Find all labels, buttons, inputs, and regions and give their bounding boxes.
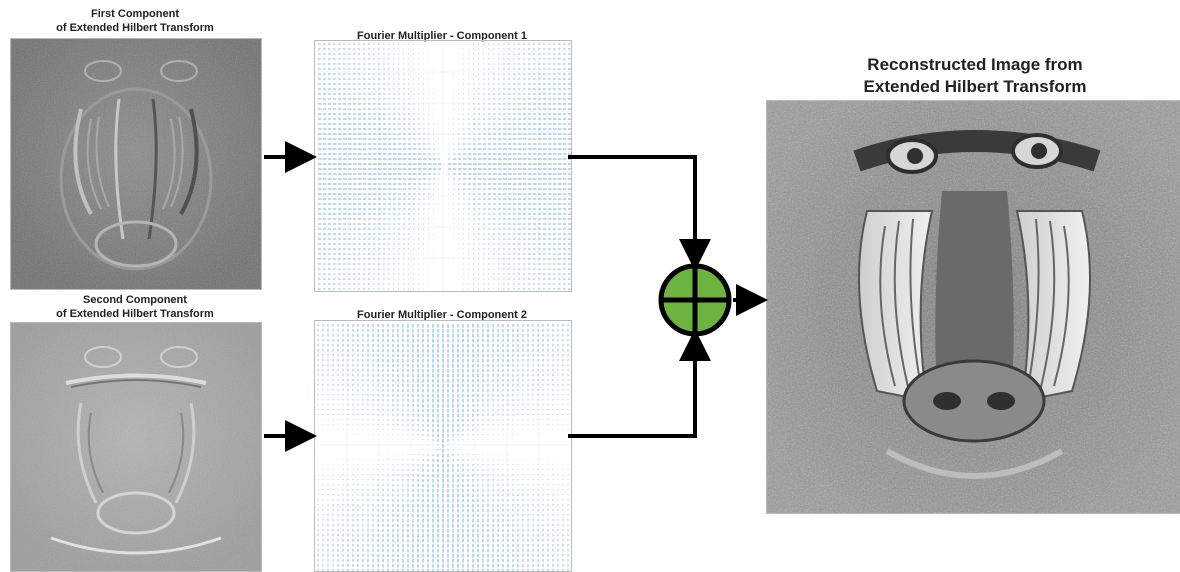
multiplier2-quiver [315,321,571,571]
multiplier1-plot [314,40,572,292]
arrow-multiplier2-to-sum [568,329,711,438]
multiplier1-quiver [315,41,571,291]
component1-title-line2: of Extended Hilbert Transform [56,21,214,34]
component2-image [10,322,262,572]
component2-title: Second Component of Extended Hilbert Tra… [10,294,260,322]
reconstructed-title-line2: Extended Hilbert Transform [863,77,1087,97]
component2-relief [11,323,261,571]
quiver-arrows [318,43,571,290]
component1-relief [11,39,261,289]
component1-title-line1: First Component [91,8,179,20]
multiplier2-plot [314,320,572,572]
component1-title: First Component of Extended Hilbert Tran… [10,8,260,36]
component2-title-line2: of Extended Hilbert Transform [56,307,214,320]
reconstructed-title: Reconstructed Image from Extended Hilber… [766,54,1180,98]
reconstructed-image [766,100,1180,514]
multiplier2-title: Fourier Multiplier - Component 2 [357,309,527,321]
quiver-arrows [317,324,569,571]
reconstructed-mandrill [767,101,1180,513]
multiplier1-title: Fourier Multiplier - Component 1 [357,30,527,42]
reconstructed-title-line1: Reconstructed Image from [867,55,1083,74]
circle-plus-icon [658,263,732,337]
arrow-multiplier1-to-sum [568,155,711,271]
component2-title-line1: Second Component [83,294,187,306]
component1-image [10,38,262,290]
